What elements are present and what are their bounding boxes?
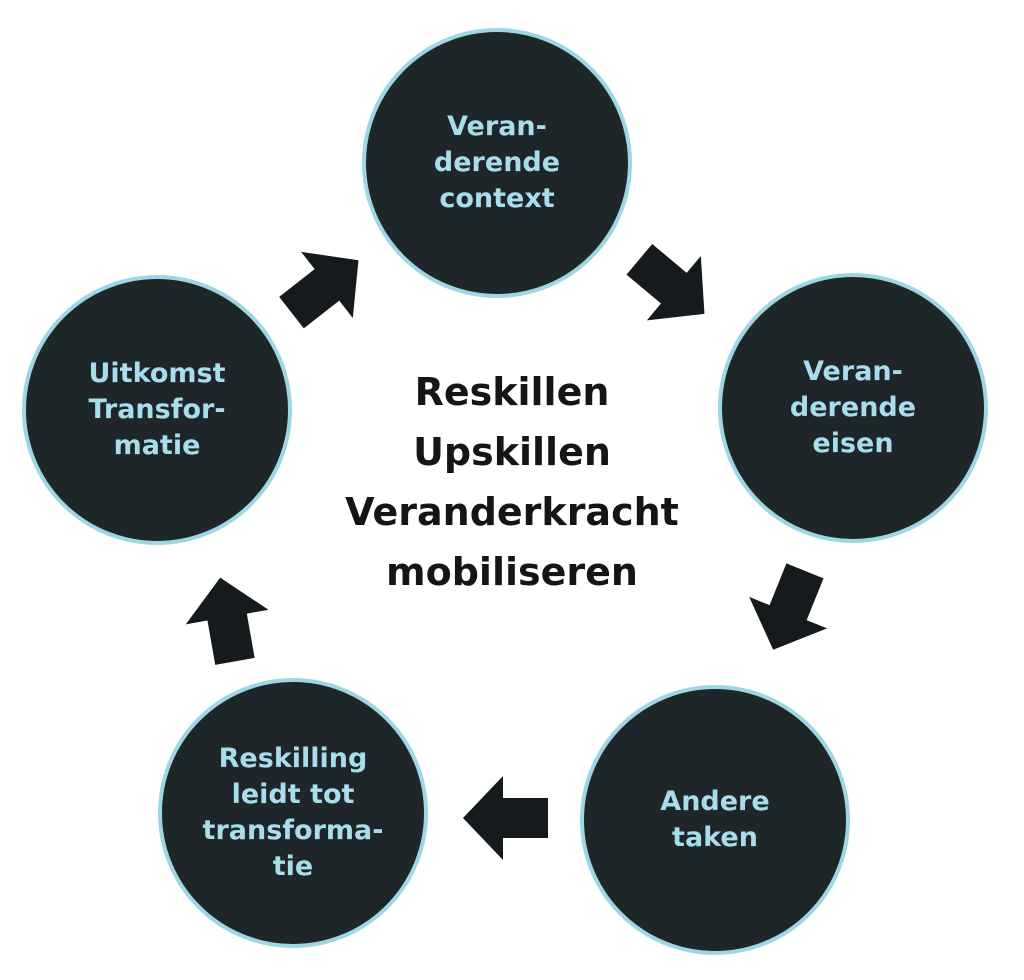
node-label: Veran- derende context <box>433 111 561 214</box>
center-line: Upskillen <box>413 430 611 474</box>
arrow-top-to-right <box>626 243 705 321</box>
arrow-bottom-right-to-bottom-left <box>463 776 548 860</box>
arrow-right-to-bottom-right <box>749 563 828 650</box>
arrow-left-to-top <box>279 251 359 329</box>
arrow-bottom-left-to-left <box>185 577 269 665</box>
center-line: mobiliseren <box>386 550 638 594</box>
node-veranderende-eisen: Veran- derende eisen <box>718 273 988 543</box>
node-veranderende-context: Veran- derende context <box>362 28 632 298</box>
node-label: Reskilling leidt tot transforma- tie <box>202 743 384 882</box>
node-uitkomst-transformatie: Uitkomst Transfor- matie <box>22 275 292 545</box>
center-line: Reskillen <box>414 370 610 414</box>
node-reskilling-transformatie: Reskilling leidt tot transforma- tie <box>158 678 428 948</box>
center-line: Veranderkracht <box>345 490 679 534</box>
node-label: Uitkomst Transfor- matie <box>88 358 226 461</box>
node-andere-taken: Andere taken <box>580 685 850 955</box>
node-label: Andere taken <box>660 786 770 853</box>
node-label: Veran- derende eisen <box>789 356 917 459</box>
center-text: Reskillen Upskillen Veranderkracht mobil… <box>312 362 712 602</box>
